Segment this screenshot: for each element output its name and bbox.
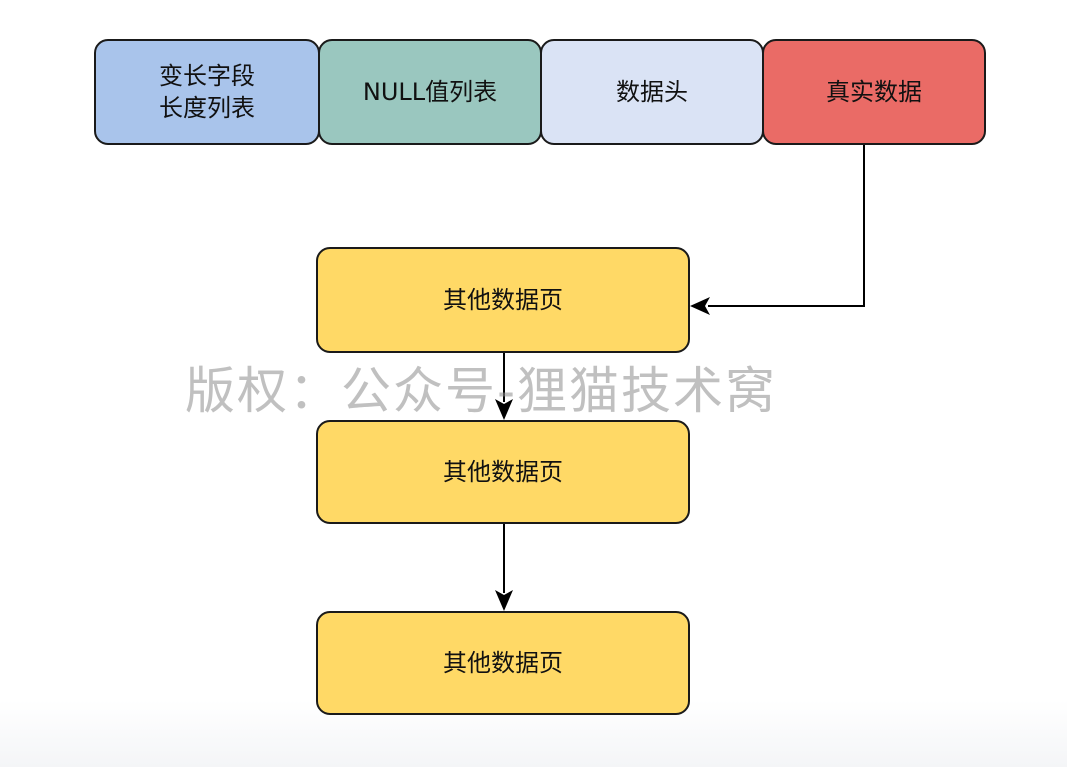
overflow-page-2: 其他数据页 bbox=[316, 420, 690, 524]
null-value-list-box: NULL值列表 bbox=[318, 39, 542, 145]
watermark-text: 版权：公众号-狸猫技术窝 bbox=[185, 362, 778, 420]
edge-real-data-to-page-1 bbox=[708, 145, 865, 307]
varlen-field-list-label: 变长字段 长度列表 bbox=[159, 62, 255, 122]
overflow-page-1: 其他数据页 bbox=[316, 247, 690, 353]
record-header-box: 数据头 bbox=[540, 39, 764, 145]
edge-real-data-to-page-1-arrowhead bbox=[690, 297, 710, 315]
overflow-page-3-label: 其他数据页 bbox=[443, 649, 563, 677]
overflow-page-1-label: 其他数据页 bbox=[443, 286, 563, 314]
overflow-page-2-label: 其他数据页 bbox=[443, 458, 563, 486]
real-data-box: 真实数据 bbox=[762, 39, 986, 145]
edge-page-2-to-page-3-arrowhead bbox=[495, 590, 513, 611]
overflow-page-3: 其他数据页 bbox=[316, 611, 690, 715]
record-header-label: 数据头 bbox=[616, 78, 688, 106]
real-data-label: 真实数据 bbox=[826, 78, 922, 106]
varlen-field-list-box: 变长字段 长度列表 bbox=[94, 39, 320, 145]
null-value-list-label: NULL值列表 bbox=[362, 78, 498, 106]
